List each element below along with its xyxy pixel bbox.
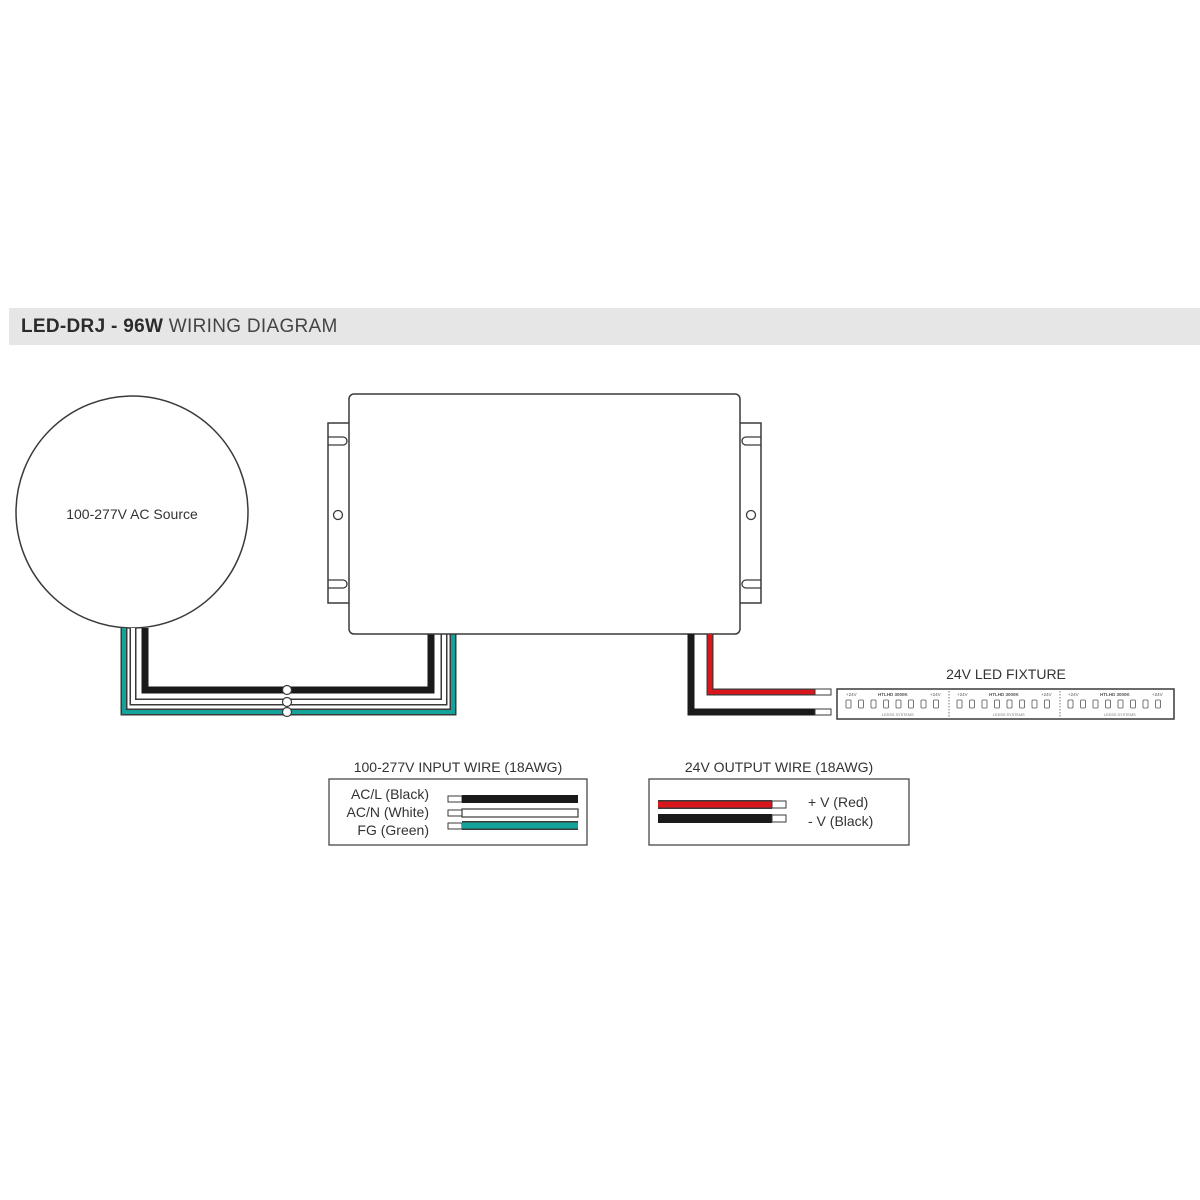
output-wire-bundle [687, 634, 832, 716]
strip-voltage-tag: +24V [957, 692, 968, 697]
led-chip [981, 699, 988, 709]
led-chip [845, 699, 852, 709]
led-chip [1080, 699, 1086, 709]
led-chip [1155, 699, 1161, 709]
stripped-wire-end [814, 688, 832, 696]
led-chip [969, 699, 975, 709]
stripped-wire-end [447, 795, 463, 803]
strip-voltage-tag: +24V [1041, 692, 1052, 697]
diagram-subtitle: WIRING DIAGRAM [168, 316, 338, 337]
led-chip [1067, 699, 1074, 709]
strip-model-tag: HTLHD 3000K [989, 692, 1020, 697]
driver-body [348, 393, 741, 635]
led-chip [1092, 699, 1099, 709]
legend-label-positive: + V (Red) [808, 794, 868, 810]
strip-voltage-tag: +24V [1068, 692, 1079, 697]
ac-source: 100-277V AC Source [15, 395, 249, 629]
strip-voltage-tag: +24V [1152, 692, 1163, 697]
strip-voltage-tag: +24V [930, 692, 941, 697]
strip-model-tag: HTLHD 3000K [878, 692, 909, 697]
input-wire-bundle [120, 628, 457, 718]
led-driver [327, 393, 762, 635]
led-chip [1142, 699, 1149, 709]
strip-model-tag: HTLHD 3000K [1100, 692, 1131, 697]
output-wire-legend: 24V OUTPUT WIRE (18AWG) + V (Red) - V (B… [648, 759, 910, 846]
legend-wire-red [658, 801, 772, 808]
led-chip [895, 699, 902, 709]
legend-wire-black [658, 814, 772, 823]
led-chip [1130, 699, 1136, 709]
led-chip [1019, 699, 1025, 709]
output-legend-title: 24V OUTPUT WIRE (18AWG) [685, 759, 873, 775]
legend-wire-black [462, 795, 578, 803]
led-chip [1031, 699, 1038, 709]
led-chip [1044, 699, 1050, 709]
diagram-title: LED-DRJ - 96W WIRING DIAGRAM [21, 316, 338, 338]
led-chip [908, 699, 914, 709]
mounting-hole [332, 509, 344, 521]
legend-label-acn: AC/N (White) [347, 804, 429, 820]
stripped-wire-end [771, 800, 787, 809]
legend-label-fg: FG (Green) [357, 822, 429, 838]
led-chip [1117, 699, 1124, 709]
ac-source-label: 100-277V AC Source [66, 506, 198, 522]
legend-wire-white [461, 808, 579, 818]
wire-junction [281, 706, 293, 718]
stripped-wire-end [814, 708, 832, 716]
wire-junction [281, 696, 293, 708]
title-bar: LED-DRJ - 96W WIRING DIAGRAM [9, 308, 1200, 345]
led-chip [1006, 699, 1013, 709]
model-name: LED-DRJ - 96W [21, 316, 164, 337]
wire-junction [281, 684, 293, 696]
led-chip [956, 699, 963, 709]
led-fixture: 24V LED FIXTURE +24V HTLHD 3000K +24V LEDSS… [836, 666, 1175, 720]
legend-label-acl: AC/L (Black) [351, 786, 429, 802]
input-legend-title: 100-277V INPUT WIRE (18AWG) [354, 759, 563, 775]
strip-brand-tag: LEDSS SYSTEMS [1104, 713, 1136, 717]
led-strip-segments: +24V HTLHD 3000K +24V LEDSS SYSTEMS +24V HTLH… [845, 691, 1163, 717]
legend-wire-green [462, 822, 578, 829]
legend-label-negative: - V (Black) [808, 813, 873, 829]
led-chip [858, 699, 864, 709]
stripped-wire-end [771, 814, 787, 823]
led-chip [1105, 699, 1111, 709]
strip-brand-tag: LEDSS SYSTEMS [993, 713, 1025, 717]
stripped-wire-end [447, 809, 463, 817]
strip-voltage-tag: +24V [846, 692, 857, 697]
led-chip [994, 699, 1000, 709]
strip-brand-tag: LEDSS SYSTEMS [882, 713, 914, 717]
led-fixture-label: 24V LED FIXTURE [946, 666, 1066, 682]
led-chip [870, 699, 877, 709]
mounting-hole [745, 509, 757, 521]
stripped-wire-end [447, 822, 463, 830]
led-chip [920, 699, 927, 709]
led-chip [883, 699, 889, 709]
led-chip [933, 699, 939, 709]
input-wire-legend: 100-277V INPUT WIRE (18AWG) AC/L (Black)… [328, 759, 588, 846]
